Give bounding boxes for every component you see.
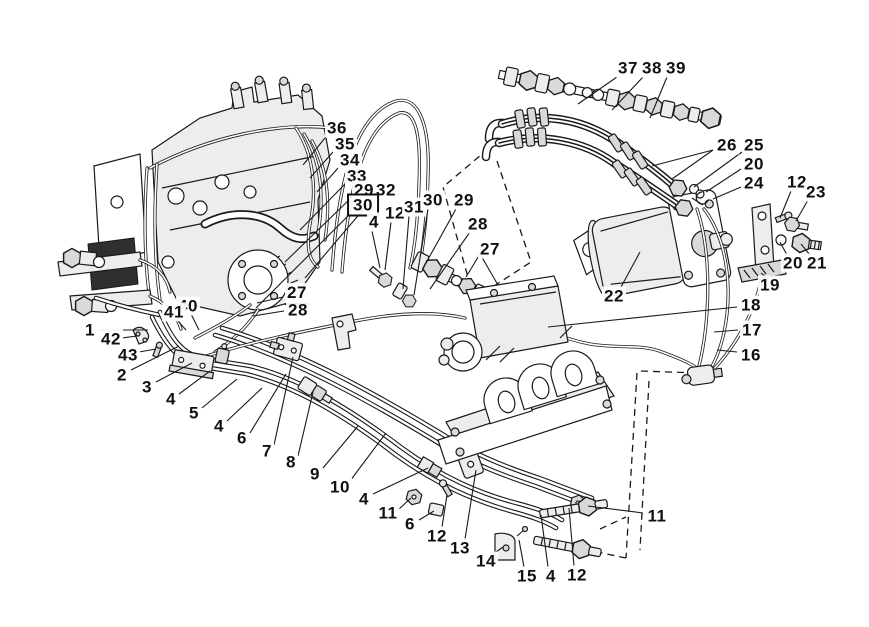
leader-21 [800,243,811,256]
leader-11a [398,497,412,510]
leader-30a [255,212,352,309]
leader-6b [418,510,435,521]
leader-4a [371,230,381,269]
washer-20 [688,183,700,195]
leader-4b [178,370,211,395]
leader-29b [425,208,457,264]
elbow-16 [681,364,724,386]
leader-39 [649,76,668,119]
leader-12a [384,221,392,271]
leader-4e [540,514,549,568]
leader-37 [577,76,618,105]
arc-pipes [330,98,430,274]
leader-24 [712,186,742,200]
l-bracket-8 [331,313,357,351]
leader-27b [256,296,284,304]
leader-33 [299,183,346,231]
leader-34 [316,167,339,193]
leader-10 [349,432,387,482]
engine-block [93,75,334,354]
injector-clamps [229,75,315,111]
end-tube-2 [532,535,602,561]
leader-26 [671,149,714,180]
leader-7 [273,356,294,446]
screw-15 [516,525,529,537]
fuel-lines [96,298,705,528]
leader-17 [713,329,739,333]
leader-4c [226,387,263,422]
leader-18 [547,306,738,328]
clip-42 [132,326,150,345]
leader-36 [302,137,326,166]
bolt-4-12 [368,265,396,291]
hose-loop-16-17 [681,207,764,386]
fuel-rail [57,237,183,359]
leader-28a [429,231,471,290]
bracket-19 [737,203,823,283]
leader-38 [611,76,644,111]
leader-13 [464,469,477,540]
leader-12d [568,507,575,567]
leader-20a [705,168,742,193]
leader-12b [779,190,792,219]
leader-11b [587,505,644,514]
leader-8 [297,391,314,457]
bolt-12c [438,479,453,498]
fitting-chain-37-39 [497,66,723,131]
hose-end-fittings [665,175,709,221]
leader-3 [155,362,193,383]
leader-20b [779,241,788,256]
leader-16 [716,349,738,353]
hose-collars [512,107,653,196]
hoses [486,107,709,221]
leader-27a [465,253,481,278]
leader-23 [795,199,809,222]
center-pump-assembly [438,275,573,372]
clip-5 [214,343,230,365]
leader-40 [190,313,200,331]
leader-6a [249,373,287,434]
leader-2 [130,345,180,371]
leader-15 [518,539,525,568]
leader-27a [479,253,499,286]
bracket-3 [168,349,215,380]
union-8 [297,376,334,405]
bracket-14 [494,525,529,561]
leader-42 [121,335,138,339]
intake-manifold [437,350,615,465]
leader-30b [413,208,429,296]
leader-29a [284,196,353,263]
clamp-7 [269,332,304,362]
leader-5 [201,378,238,409]
motor-22 [573,189,733,298]
nut-11-left [404,486,424,508]
leader-31 [402,215,410,290]
leader-25 [693,151,743,188]
leader-4d [372,467,429,495]
leader-12c [441,494,448,528]
bushing-6 [427,502,445,517]
fitting-21 [790,231,823,255]
leader-41 [176,319,187,331]
leader-43 [138,348,157,353]
line-brackets [168,313,609,561]
bolt-43 [152,341,163,359]
leader-9 [322,425,359,469]
injection-pump-flange [227,249,289,311]
leader-28b [252,310,285,317]
union-4 [416,455,443,479]
leader-35 [309,151,334,179]
leader-26 [651,149,714,167]
leader-22 [620,251,641,288]
leader-lines [99,76,811,568]
bolt-23 [782,215,810,233]
